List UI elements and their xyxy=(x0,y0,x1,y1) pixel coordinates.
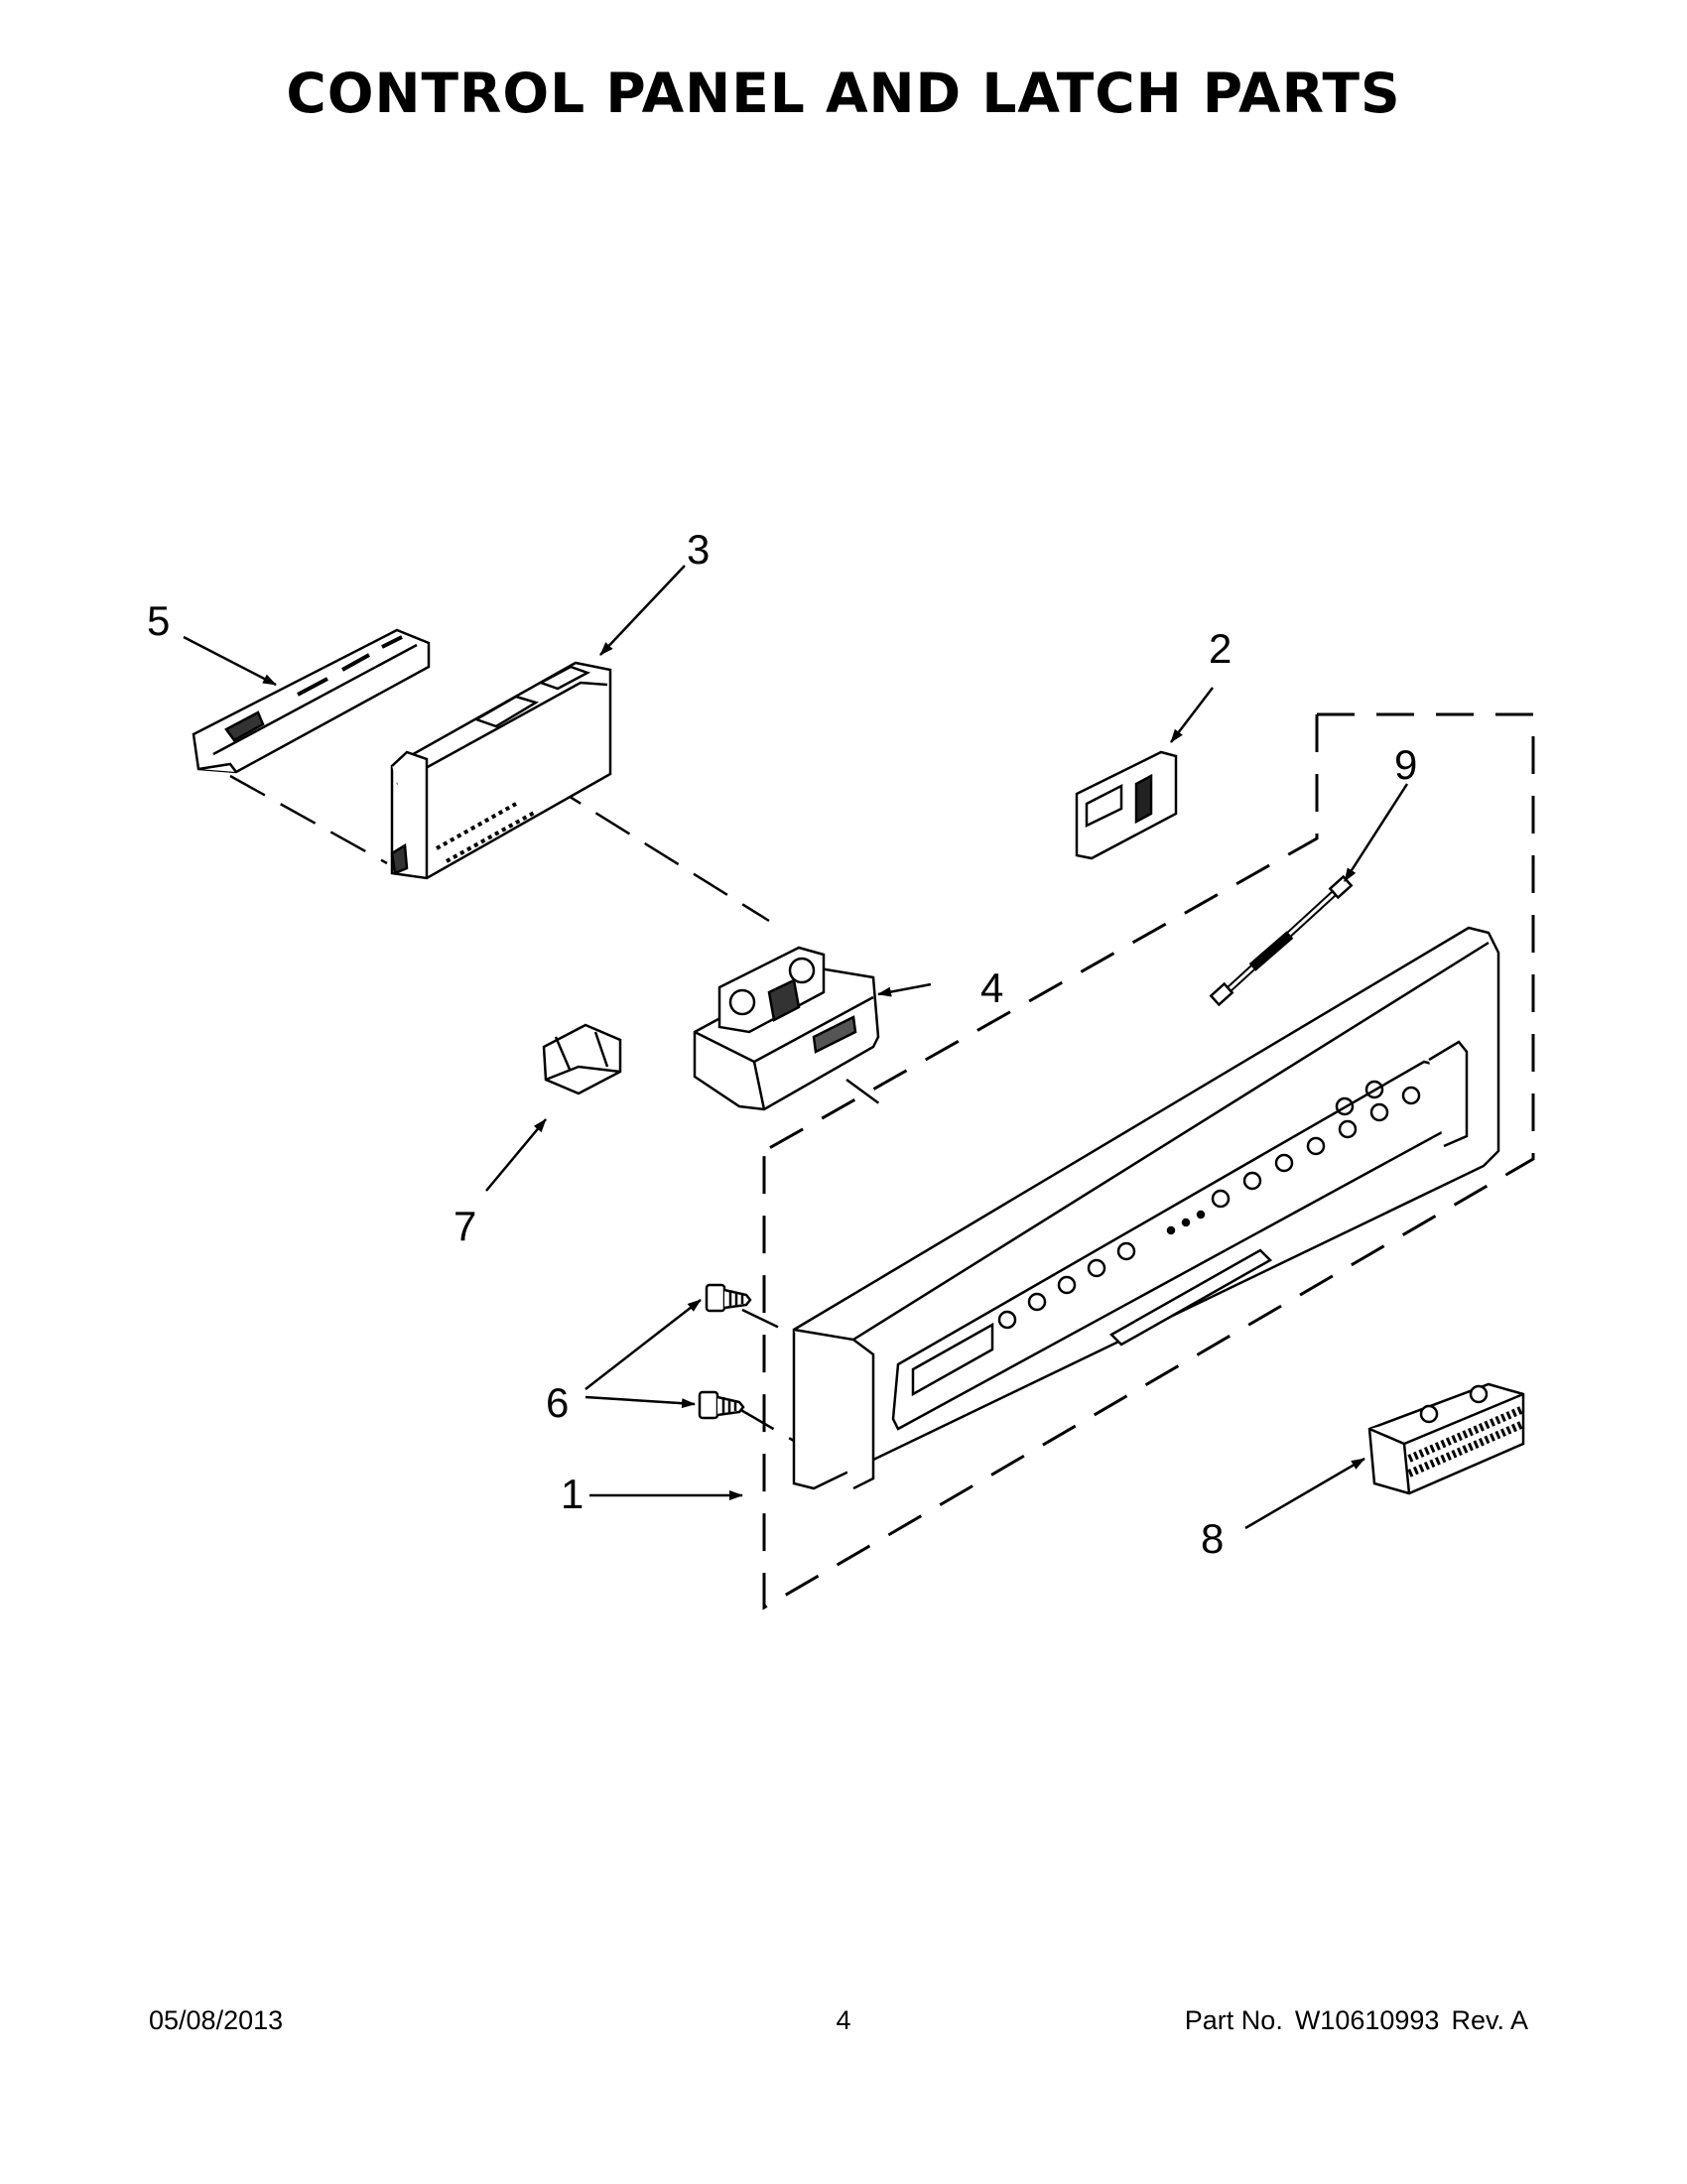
part-9-wire-harness xyxy=(1209,874,1354,1007)
footer-date: 05/08/2013 xyxy=(149,2005,284,2035)
footer-part-number: Part No. W10610993 Rev. A xyxy=(1173,2005,1528,2036)
page-title: CONTROL PANEL AND LATCH PARTS xyxy=(286,62,1401,125)
part-number: W10610993 xyxy=(1294,2005,1440,2035)
callout-3: 3 xyxy=(687,526,710,573)
part-2-panel xyxy=(1075,750,1178,860)
part-6-screws xyxy=(698,1283,752,1420)
part-label: Part No. xyxy=(1184,2005,1283,2035)
callout-9: 9 xyxy=(1394,741,1417,788)
callout-8: 8 xyxy=(1201,1515,1224,1562)
part-7-clip xyxy=(542,1023,622,1095)
callout-5: 5 xyxy=(147,597,170,644)
callout-6: 6 xyxy=(546,1379,569,1426)
part-4-latch xyxy=(693,946,880,1111)
callout-1: 1 xyxy=(561,1471,584,1517)
part-8-brush xyxy=(1367,1382,1525,1495)
callout-2: 2 xyxy=(1209,625,1232,672)
callout-4: 4 xyxy=(980,964,1003,1011)
callout-arrows xyxy=(183,565,1409,1530)
callout-7: 7 xyxy=(454,1203,476,1249)
revision: Rev. A xyxy=(1451,2005,1528,2035)
leader-lines xyxy=(229,750,884,1443)
part-5-bracket xyxy=(192,628,431,774)
part-3-control-board xyxy=(390,661,612,880)
footer-page-number: 4 xyxy=(836,2005,851,2035)
part-1-console xyxy=(792,926,1500,1490)
callout-labels: 1 2 3 4 5 6 7 8 9 xyxy=(147,526,1417,1562)
assembly-outline xyxy=(762,712,1535,1610)
